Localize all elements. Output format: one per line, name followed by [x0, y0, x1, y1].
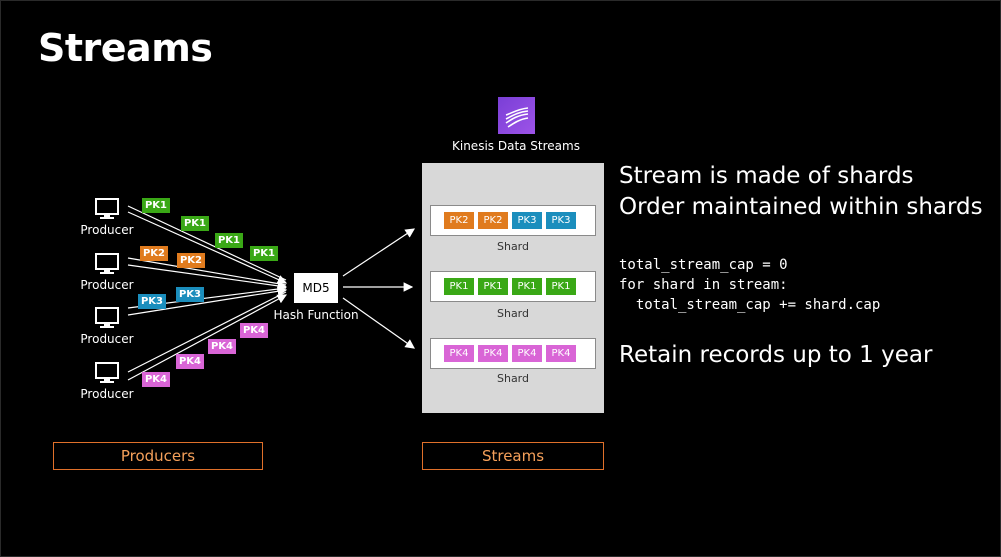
- producer-label: Producer: [80, 278, 134, 292]
- computer-icon: [95, 362, 119, 383]
- producer-1: Producer: [72, 198, 142, 237]
- hash-to-shard3-arrow: [342, 297, 415, 349]
- code-snippet: total_stream_cap = 0 for shard in stream…: [619, 257, 881, 313]
- producer1-arrow: [127, 211, 288, 284]
- record-tag-pk2: PK2: [140, 246, 168, 261]
- kinesis-label: Kinesis Data Streams: [452, 139, 580, 153]
- record-tag-pk4: PK4: [142, 372, 170, 387]
- record-tag-pk4: PK4: [176, 354, 204, 369]
- computer-icon: [95, 307, 119, 328]
- record-tag-pk3: PK3: [176, 287, 204, 302]
- shard-row: PK2 PK2 PK3 PK3: [430, 205, 596, 236]
- shard-row: PK4 PK4 PK4 PK4: [430, 338, 596, 369]
- producer-label: Producer: [80, 387, 134, 401]
- producer3-arrow: [127, 286, 288, 316]
- record-tag-pk1: PK1: [250, 246, 278, 261]
- producer-label: Producer: [80, 223, 134, 237]
- info-line-1: Stream is made of shards: [619, 163, 914, 189]
- kinesis-data-streams-icon: [498, 97, 535, 134]
- shard-cell: PK1: [444, 278, 474, 295]
- info-line-3: Retain records up to 1 year: [619, 342, 933, 368]
- md5-box: MD5: [294, 273, 338, 303]
- shard-cell: PK3: [546, 212, 576, 229]
- shard-cell: PK1: [512, 278, 542, 295]
- shard-label: Shard: [496, 240, 529, 253]
- producer4-line-2: [127, 291, 287, 373]
- record-tag-pk1: PK1: [181, 216, 209, 231]
- record-tag-pk4: PK4: [208, 339, 236, 354]
- computer-icon: [95, 253, 119, 274]
- shard-cell: PK4: [478, 345, 508, 362]
- shard-cell: PK3: [512, 212, 542, 229]
- record-tag-pk1: PK1: [215, 233, 243, 248]
- shard-cell: PK4: [444, 345, 474, 362]
- record-tag-pk1: PK1: [142, 198, 170, 213]
- computer-icon: [95, 198, 119, 219]
- producer2-arrow: [127, 264, 288, 291]
- record-tag-pk4: PK4: [240, 323, 268, 338]
- shard-cell: PK2: [444, 212, 474, 229]
- producer2-line-2: [127, 257, 287, 286]
- producer-label: Producer: [80, 332, 134, 346]
- hash-to-shard1-arrow: [342, 228, 416, 277]
- producer1-line-2: [127, 205, 287, 281]
- shard-cell: PK4: [546, 345, 576, 362]
- info-line-2: Order maintained within shards: [619, 194, 983, 220]
- shard-row: PK1 PK1 PK1 PK1: [430, 271, 596, 302]
- shard-label: Shard: [496, 307, 529, 320]
- streams-panel: PK2 PK2 PK3 PK3 Shard PK1 PK1 PK1 PK1 Sh…: [422, 163, 604, 413]
- shard-cell: PK1: [478, 278, 508, 295]
- producer-2: Producer: [72, 253, 142, 292]
- streams-legend: Streams: [422, 442, 604, 470]
- shard-cell: PK1: [546, 278, 576, 295]
- producer-4: Producer: [72, 362, 142, 401]
- producer4-arrow: [127, 294, 288, 381]
- producers-legend: Producers: [53, 442, 263, 470]
- record-tag-pk3: PK3: [138, 294, 166, 309]
- record-tag-pk2: PK2: [177, 253, 205, 268]
- hash-function-label: Hash Function: [273, 308, 359, 322]
- slide-title: Streams: [38, 26, 213, 70]
- producer-3: Producer: [72, 307, 142, 346]
- shard-cell: PK2: [478, 212, 508, 229]
- shard-label: Shard: [496, 372, 529, 385]
- shard-cell: PK4: [512, 345, 542, 362]
